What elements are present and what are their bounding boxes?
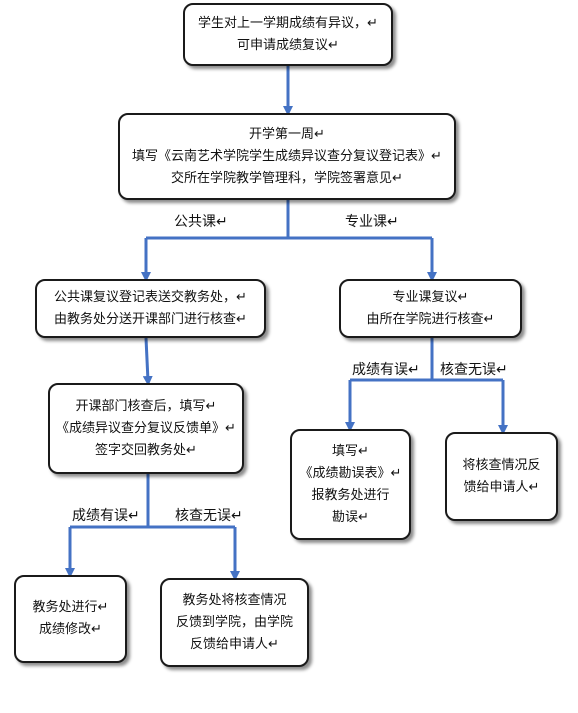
label-grade-error-left: 成绩有误↵ bbox=[72, 508, 140, 524]
label-check-ok-right: 核查无误↵ bbox=[440, 362, 508, 378]
node-public-course-review: 公共课复议登记表送交教务处，↵ 由教务处分送开课部门进行核查↵ bbox=[35, 279, 266, 338]
node-major-course-review: 专业课复议↵ 由所在学院进行核查↵ bbox=[339, 279, 522, 338]
node-grade-modification: 教务处进行↵ 成绩修改↵ bbox=[14, 575, 127, 663]
label-check-ok-left: 核查无误↵ bbox=[175, 508, 243, 524]
arrow-public-to-dept-check bbox=[142, 337, 153, 386]
node-feedback-to-college: 教务处将核查情况 反馈到学院，由学院 反馈给申请人↵ bbox=[160, 578, 309, 667]
label-public-course: 公共课↵ bbox=[174, 214, 228, 230]
label-grade-error-right: 成绩有误↵ bbox=[352, 362, 420, 378]
node-objection-start: 学生对上一学期成绩有异议，↵ 可申请成绩复议↵ bbox=[183, 3, 393, 66]
node-dept-check-feedback: 开课部门核查后，填写↵ 《成绩异议查分复议反馈单》↵ 签字交回教务处↵ bbox=[48, 383, 244, 474]
node-feedback-to-applicant: 将核查情况反 馈给申请人↵ bbox=[445, 432, 558, 521]
node-first-week-registration: 开学第一周↵ 填写《云南艺术学院学生成绩异议查分复议登记表》↵ 交所在学院教学管… bbox=[118, 113, 456, 200]
label-major-course: 专业课↵ bbox=[345, 214, 399, 230]
node-correction-form: 填写↵ 《成绩勘误表》↵ 报教务处进行 勘误↵ bbox=[290, 429, 411, 540]
